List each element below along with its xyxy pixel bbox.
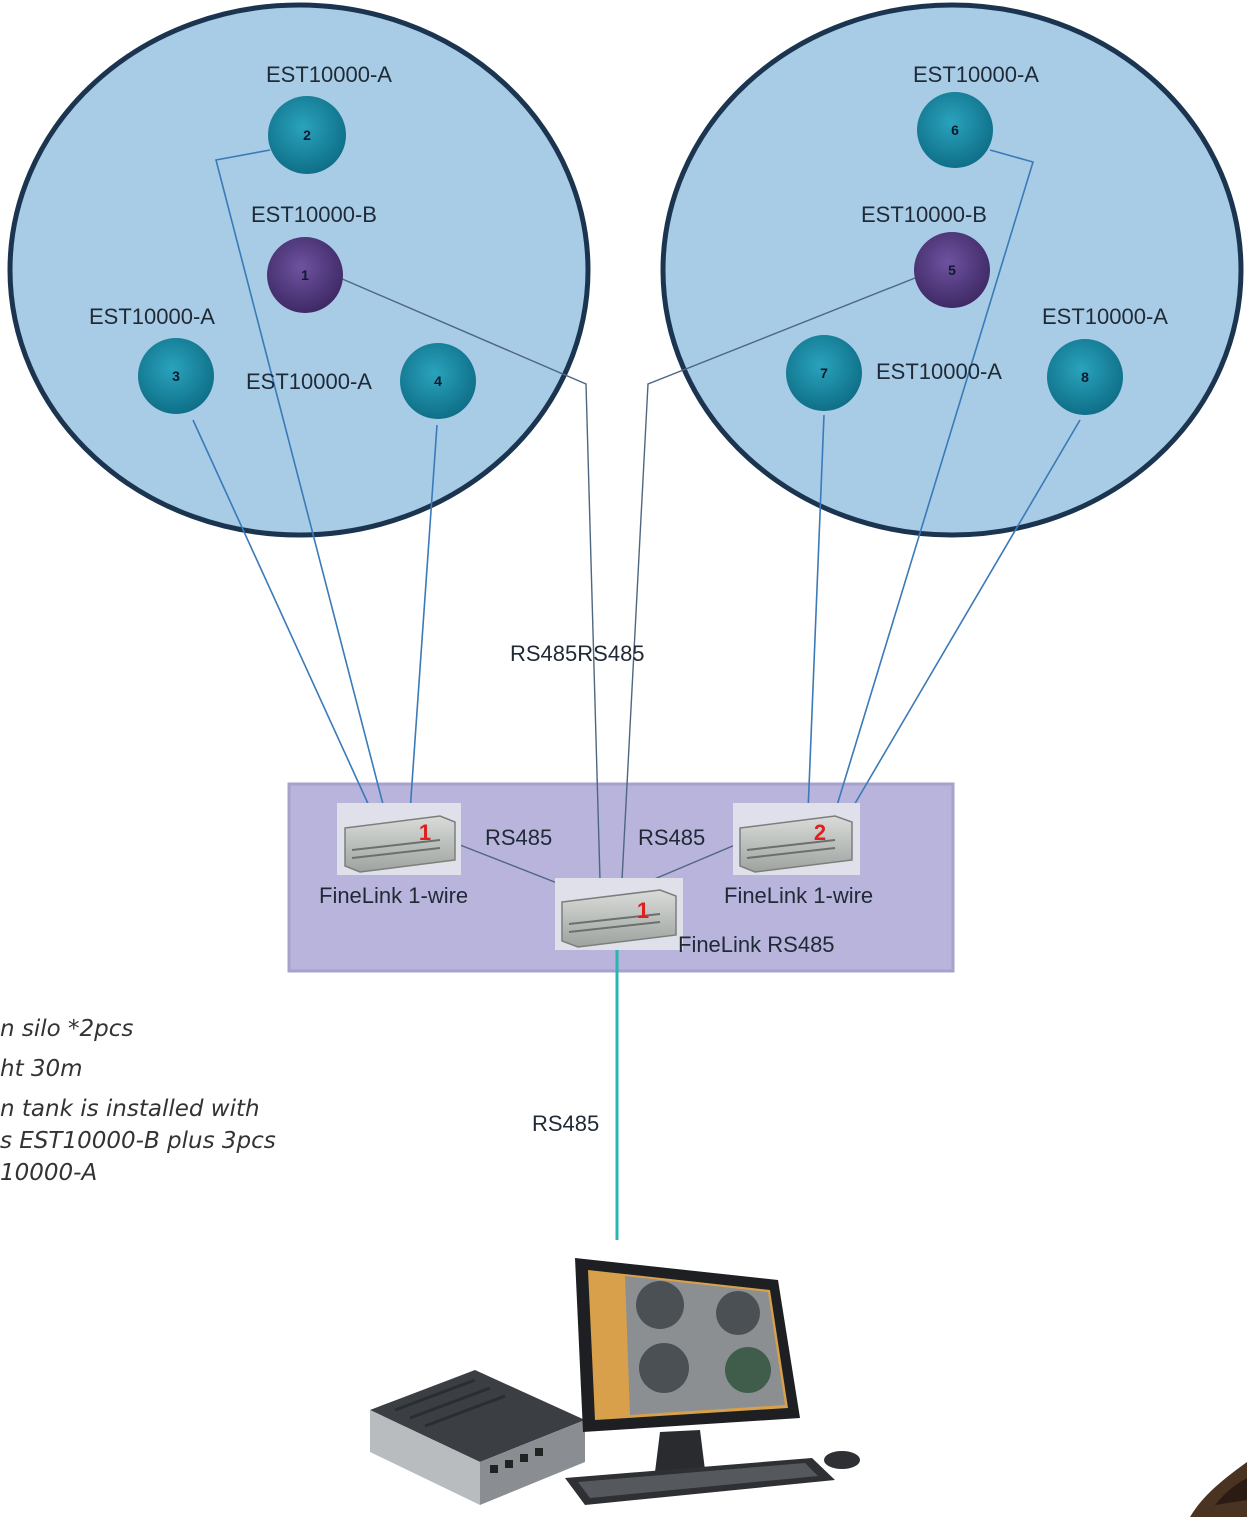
sensor-5-label: EST10000-B [861, 202, 987, 227]
note-line: n silo *2pcs [0, 1016, 134, 1042]
svg-text:4: 4 [434, 373, 442, 389]
sensor-1-label: EST10000-B [251, 202, 377, 227]
monitor [575, 1258, 800, 1486]
wire-sensor-3 [192, 419, 371, 809]
sensor-7-label: EST10000-A [876, 359, 1002, 384]
finelink-1wire-right-device: 2 [733, 803, 860, 875]
sensor-4-label: EST10000-A [246, 369, 372, 394]
uplink-label: RS485 [532, 1111, 600, 1136]
sensor-wires [192, 149, 1081, 813]
link-right [644, 844, 736, 884]
note-line: s EST10000-B plus 3pcs [0, 1128, 276, 1154]
svg-text:1: 1 [637, 898, 649, 923]
sensor-3-label: EST10000-A [89, 304, 215, 329]
sensor-8-label: EST10000-A [1042, 304, 1168, 329]
wire-sensor-7 [807, 414, 825, 813]
wire-sensor-1 [339, 277, 601, 881]
sensor-7: 7 [786, 335, 862, 411]
wire-sensor-8 [849, 419, 1081, 813]
svg-text:7: 7 [820, 365, 828, 381]
sensor-1: 1 [267, 237, 343, 313]
link-right-label: RS485 [638, 825, 706, 850]
wire-sensor-6 [834, 149, 1035, 813]
bus-label-top: RS485RS485 [510, 641, 645, 666]
sensor-2-label: EST10000-A [266, 62, 392, 87]
finelink-1wire-left-device: 1 [337, 803, 461, 875]
sensor-6: 6 [917, 92, 993, 168]
wire-sensor-4 [409, 424, 438, 813]
svg-text:6: 6 [951, 122, 959, 138]
svg-text:8: 8 [1081, 369, 1089, 385]
finelink-rs485-label: FineLink RS485 [678, 932, 835, 957]
finelink-1wire-left-label: FineLink 1-wire [319, 883, 469, 908]
sensor-3: 3 [138, 338, 214, 414]
note-line: n tank is installed with [0, 1096, 260, 1122]
keyboard [565, 1458, 835, 1505]
sensor-4: 4 [400, 343, 476, 419]
computer-system [370, 1258, 860, 1505]
svg-text:3: 3 [172, 368, 180, 384]
finelink-rs485-device: 1 [555, 878, 683, 950]
sensor-5: 5 [914, 232, 990, 308]
sensor-6-label: EST10000-A [913, 62, 1039, 87]
svg-text:2: 2 [303, 127, 311, 143]
mouse [824, 1451, 860, 1469]
finelink-1wire-right-label: FineLink 1-wire [724, 883, 874, 908]
note-line: 10000-A [0, 1160, 98, 1186]
svg-text:1: 1 [301, 267, 309, 283]
wire-sensor-5 [621, 277, 916, 881]
wire-sensor-2 [215, 149, 386, 813]
sensor-8: 8 [1047, 339, 1123, 415]
rs485-wires [339, 277, 916, 891]
partial-figure [1190, 1462, 1247, 1517]
link-left-label: RS485 [485, 825, 553, 850]
note-line: ht 30m [0, 1056, 83, 1082]
svg-text:1: 1 [419, 820, 431, 845]
svg-text:5: 5 [948, 262, 956, 278]
svg-text:2: 2 [814, 820, 826, 845]
industrial-pc [370, 1370, 585, 1505]
sensor-2: 2 [268, 96, 346, 174]
